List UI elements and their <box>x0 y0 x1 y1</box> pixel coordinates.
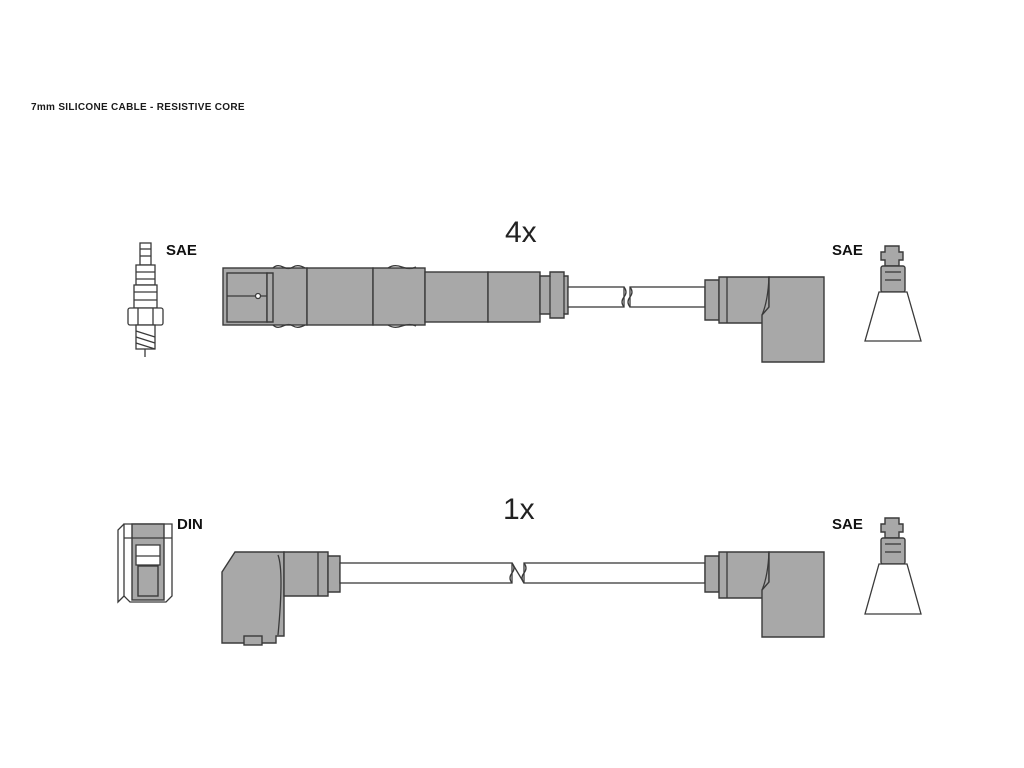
quantity-label-bottom: 1x <box>503 493 535 526</box>
terminal-label-top-left: SAE <box>166 242 197 259</box>
cable-boot-angled-right <box>704 551 825 638</box>
din-terminal-icon <box>117 523 173 604</box>
cable-boot-angled-left <box>221 551 341 646</box>
sae-terminal-icon <box>864 517 922 615</box>
cable-spec-caption: 7mm SILICONE CABLE - RESISTIVE CORE <box>31 102 245 113</box>
terminal-label-bottom-left: DIN <box>177 516 203 533</box>
terminal-label-bottom-right: SAE <box>832 516 863 533</box>
quantity-label-top: 4x <box>505 216 537 249</box>
cable-boot-straight <box>222 265 569 328</box>
spark-plug-icon <box>127 242 164 357</box>
cable-wire-top <box>567 286 706 308</box>
cable-wire-bottom <box>339 562 706 584</box>
sae-terminal-icon <box>864 245 922 342</box>
cable-boot-angled-top <box>704 276 825 363</box>
terminal-label-top-right: SAE <box>832 242 863 259</box>
